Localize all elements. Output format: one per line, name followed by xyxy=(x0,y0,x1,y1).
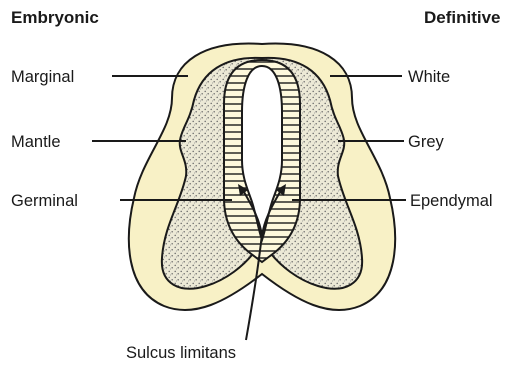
label-ependymal: Ependymal xyxy=(410,192,493,210)
heading-definitive: Definitive xyxy=(424,8,501,27)
label-grey: Grey xyxy=(408,133,445,151)
label-mantle: Mantle xyxy=(11,133,61,151)
label-marginal: Marginal xyxy=(11,68,74,86)
label-germinal: Germinal xyxy=(11,192,78,210)
label-white: White xyxy=(408,68,450,86)
heading-embryonic: Embryonic xyxy=(11,8,99,27)
label-sulcus-limitans: Sulcus limitans xyxy=(126,344,236,362)
